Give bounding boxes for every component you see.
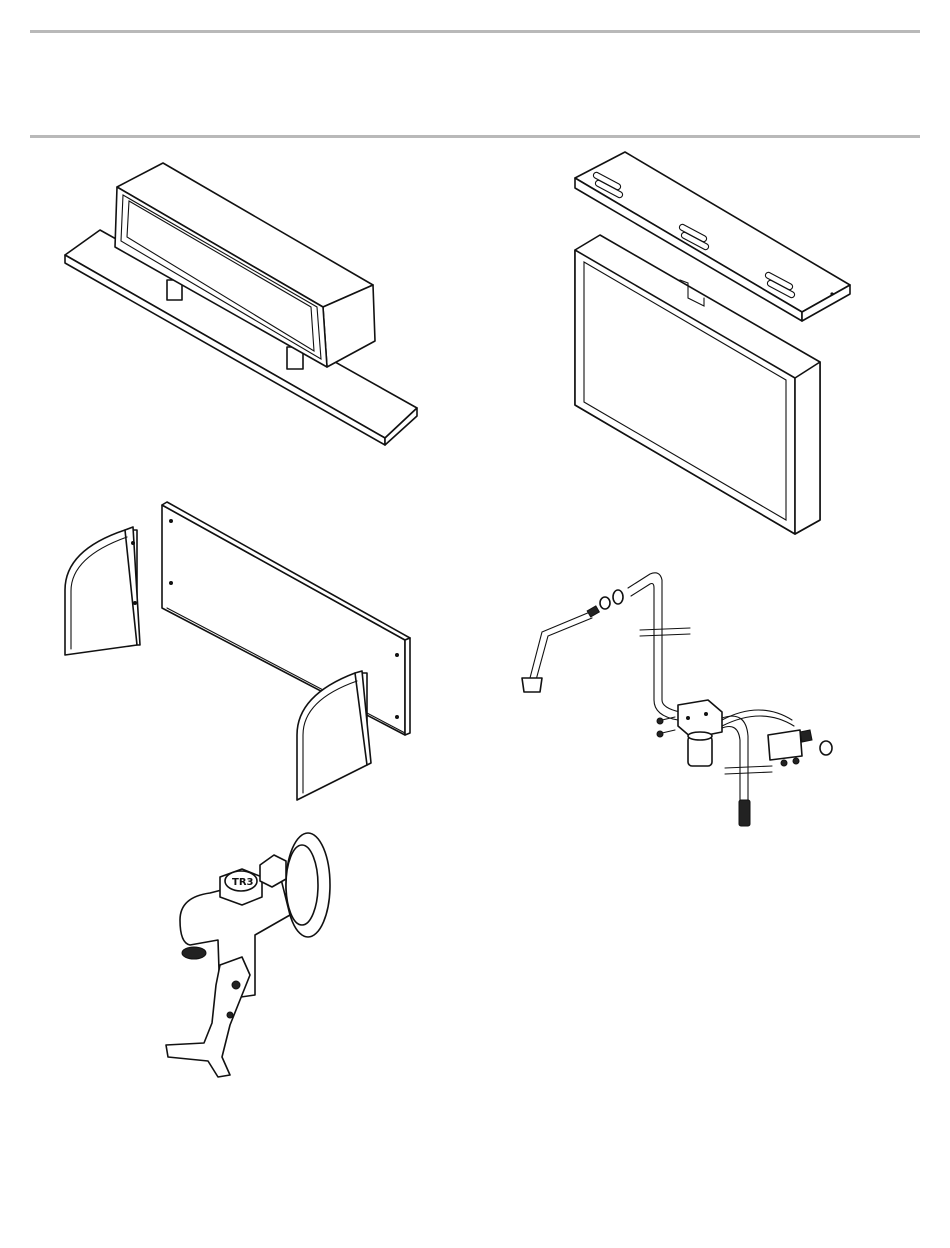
bottom-rule	[30, 135, 920, 138]
knob-marking: TR3	[232, 877, 254, 888]
display-box-illustration	[55, 155, 435, 455]
tubing-assembly-illustration	[510, 560, 850, 850]
faucet-valve-illustration: TR3	[160, 825, 350, 1090]
header-band	[30, 33, 920, 135]
panel-frame-illustration	[570, 150, 860, 540]
side-panels-illustration	[55, 495, 425, 805]
